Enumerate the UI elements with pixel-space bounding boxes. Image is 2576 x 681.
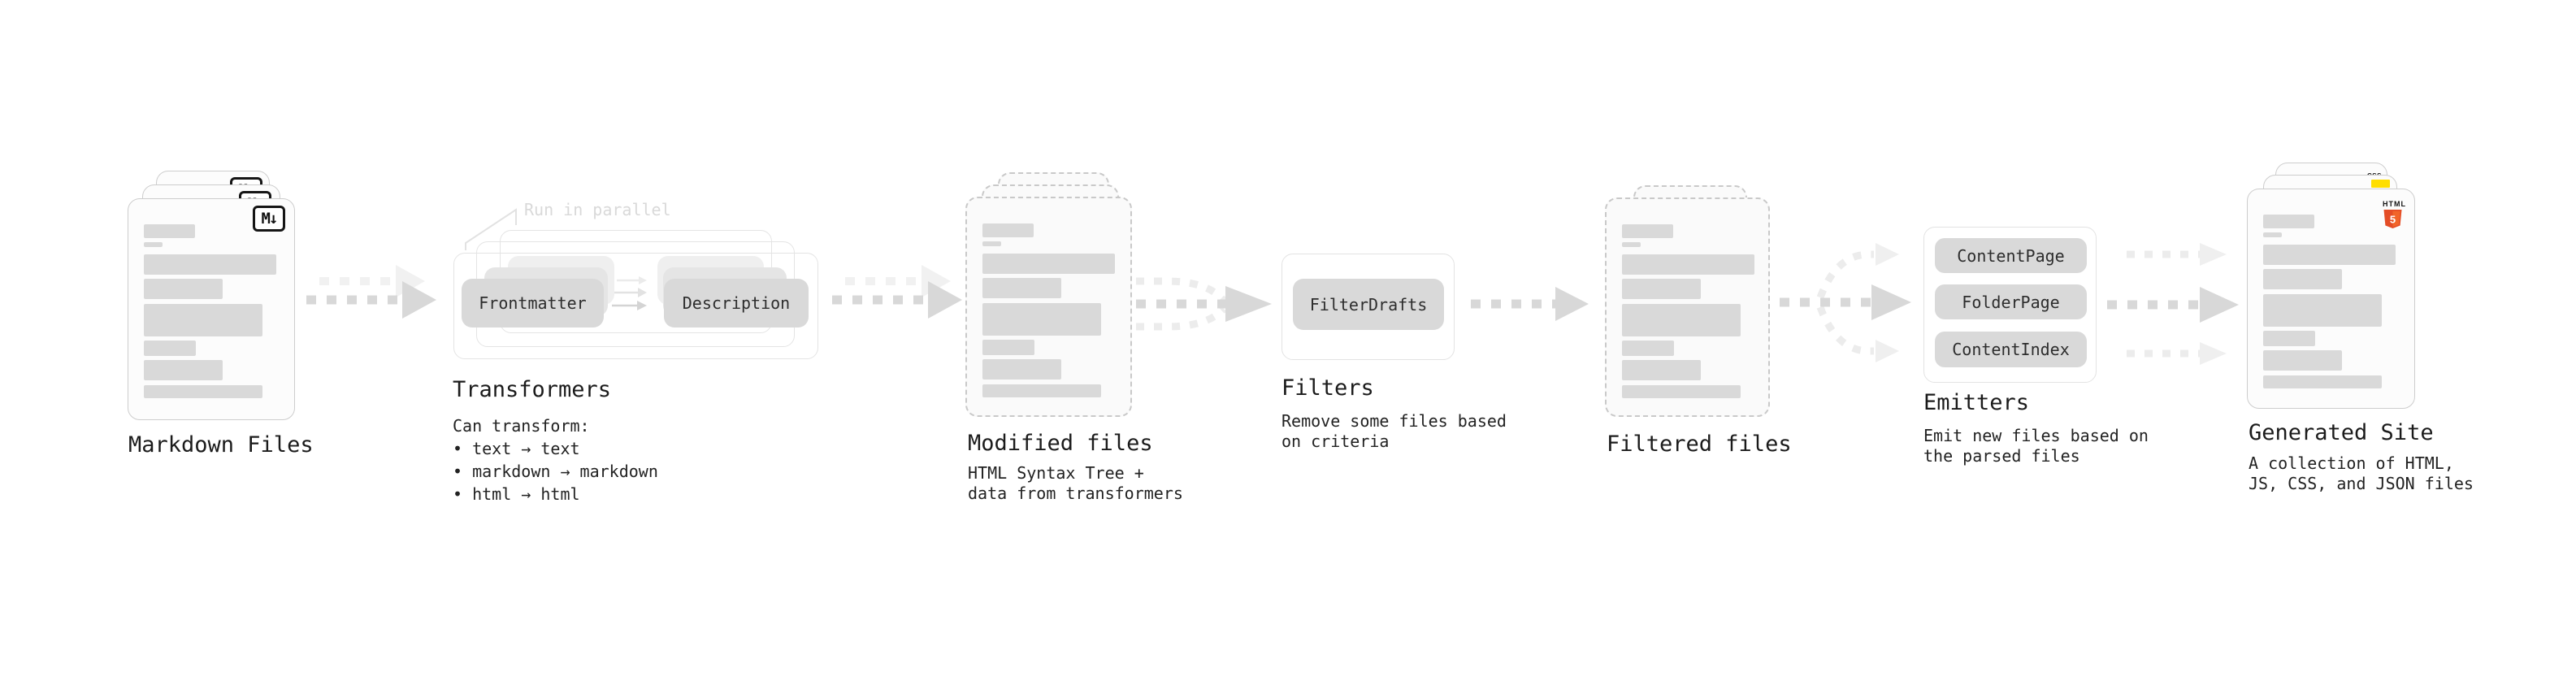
emitters-label: Emitters xyxy=(1923,390,2030,415)
filtered-files-label: Filtered files xyxy=(1607,432,1792,457)
filters-description: Remove some files based on criteria xyxy=(1281,411,1507,451)
modified-files-label: Modified files xyxy=(968,431,1153,456)
transformers-label: Transformers xyxy=(453,377,612,402)
filtered-page-front xyxy=(1605,197,1770,417)
flow-arrow-filters-to-filtered xyxy=(1471,287,1589,321)
frontmatter-pill: Frontmatter xyxy=(462,279,604,327)
transformers-description: Can transform: • text → text • markdown … xyxy=(453,416,658,504)
markdown-files-label: Markdown Files xyxy=(128,432,314,458)
description-pill: Description xyxy=(664,279,809,327)
flow-arrow-filtered-to-emitters xyxy=(1780,243,1911,362)
flow-arrow-emitters-to-site xyxy=(2107,243,2239,365)
filters-label: Filters xyxy=(1281,375,1374,401)
transformer-layer-box-front xyxy=(453,253,818,359)
transformers-overlay xyxy=(465,208,647,310)
folderpage-pill: FolderPage xyxy=(1935,284,2087,319)
markdown-page-front: M↓ xyxy=(128,198,295,420)
flow-arrow-modified-to-filters xyxy=(1136,277,1272,331)
markdown-icon: M↓ xyxy=(253,206,285,232)
generated-site-description: A collection of HTML, JS, CSS, and JSON … xyxy=(2249,453,2474,493)
javascript-icon xyxy=(2371,180,2390,188)
run-in-parallel-annotation: Run in parallel xyxy=(524,200,671,219)
flow-arrow-transformers-to-modified xyxy=(832,265,962,319)
contentindex-pill: ContentIndex xyxy=(1935,332,2087,367)
svg-text:5: 5 xyxy=(2390,214,2396,226)
emitters-description: Emit new files based on the parsed files xyxy=(1923,426,2149,466)
pill-arrow-ghost-2 xyxy=(617,276,647,284)
html5-shield: 5 xyxy=(2383,210,2402,228)
modified-page-front xyxy=(965,197,1132,417)
generated-site-label: Generated Site xyxy=(2249,420,2434,445)
html-page-front: HTML 5 xyxy=(2247,189,2415,409)
pill-arrow-front xyxy=(612,301,647,310)
html5-icon: HTML 5 xyxy=(2383,194,2405,232)
modified-files-description: HTML Syntax Tree + data from transformer… xyxy=(968,463,1183,503)
filterdrafts-pill: FilterDrafts xyxy=(1293,279,1444,330)
run-in-parallel-leader-line xyxy=(465,208,517,250)
flow-arrow-markdown-to-transformers xyxy=(306,265,436,319)
pill-arrow-ghost-1 xyxy=(614,288,647,297)
contentpage-pill: ContentPage xyxy=(1935,238,2087,273)
